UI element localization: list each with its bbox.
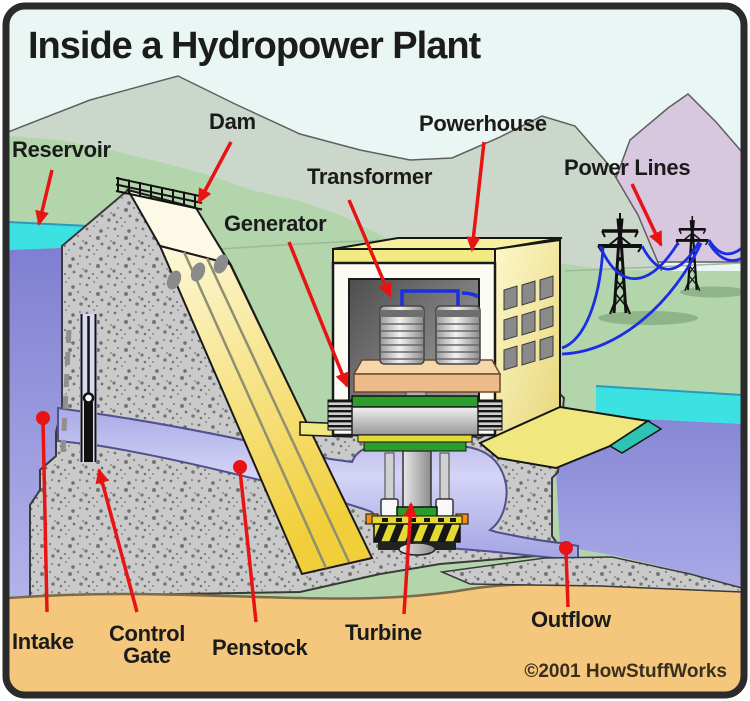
label-powerhouse: Powerhouse xyxy=(419,111,547,136)
turbine-blades xyxy=(373,523,461,543)
powerhouse-windows xyxy=(503,275,554,371)
leader-line-intake xyxy=(41,420,49,613)
leader-arrow-transformer xyxy=(347,199,392,298)
label-penstock: Penstock xyxy=(212,635,308,660)
leader-line-outflow xyxy=(564,550,570,608)
leader-lines xyxy=(35,141,663,623)
leader-dot-outflow xyxy=(559,541,573,555)
leader-arrow-power-lines xyxy=(630,183,663,247)
dam-structure xyxy=(115,177,374,576)
river-deep-water xyxy=(556,412,742,588)
leader-dot-penstock xyxy=(233,460,247,474)
spillway-gate-3 xyxy=(213,254,229,274)
leader-arrow-control-gate xyxy=(95,468,139,613)
label-reservoir: Reservoir xyxy=(12,137,112,162)
generator-drum xyxy=(351,406,479,436)
control-gate-assembly xyxy=(80,314,97,462)
transformer-exit-wire xyxy=(461,291,480,299)
generator-top-ring xyxy=(351,395,479,408)
copyright-notice: ©2001 HowStuffWorks xyxy=(524,661,727,682)
turbine-shaft xyxy=(402,450,432,514)
label-intake: Intake xyxy=(12,629,74,654)
reservoir-deep-water xyxy=(8,248,62,598)
label-turbine: Turbine xyxy=(345,620,422,645)
tower-shadow-2 xyxy=(680,286,742,298)
generator-fins-right xyxy=(477,399,503,431)
label-power-lines: Power Lines xyxy=(564,155,690,180)
control-gate-rod xyxy=(84,402,93,462)
label-dam: Dam xyxy=(209,109,256,134)
label-generator: Generator xyxy=(224,211,327,236)
leader-arrow-turbine xyxy=(402,502,418,615)
leader-line-penstock xyxy=(238,469,258,623)
leader-arrow-reservoir xyxy=(35,169,54,226)
hill-contour-right xyxy=(564,262,742,272)
spillway-gate-1 xyxy=(166,270,182,290)
earth-ground xyxy=(8,584,742,693)
gate-lift-ring xyxy=(82,392,95,404)
spillway-chute xyxy=(608,420,663,454)
river-waterline xyxy=(595,385,742,396)
tower-shadow-1 xyxy=(598,311,698,325)
power-lines-wires xyxy=(561,239,742,356)
transformer-platform-front xyxy=(353,373,501,393)
leader-arrow-dam xyxy=(197,141,233,204)
spillway-gate-2 xyxy=(190,262,206,282)
river-surface xyxy=(596,386,742,424)
page-title: Inside a Hydropower Plant xyxy=(28,25,482,67)
reservoir-surface xyxy=(8,222,88,250)
label-transformer: Transformer xyxy=(307,164,433,189)
generator-fins-left xyxy=(327,399,353,431)
leader-dot-intake xyxy=(36,411,50,425)
turbine-wheel xyxy=(365,513,469,556)
turbine-hub xyxy=(398,542,436,556)
leader-arrow-powerhouse xyxy=(466,141,486,252)
dam-crest-railing xyxy=(115,177,203,211)
label-outflow: Outflow xyxy=(531,607,612,632)
dam-face xyxy=(158,244,374,576)
dam-face-joints xyxy=(182,251,351,569)
transformer-jumper-wire xyxy=(400,289,460,306)
transformer-cylinders xyxy=(379,289,481,365)
generator-bottom-ring xyxy=(363,441,467,452)
leader-arrow-generator xyxy=(287,241,349,388)
